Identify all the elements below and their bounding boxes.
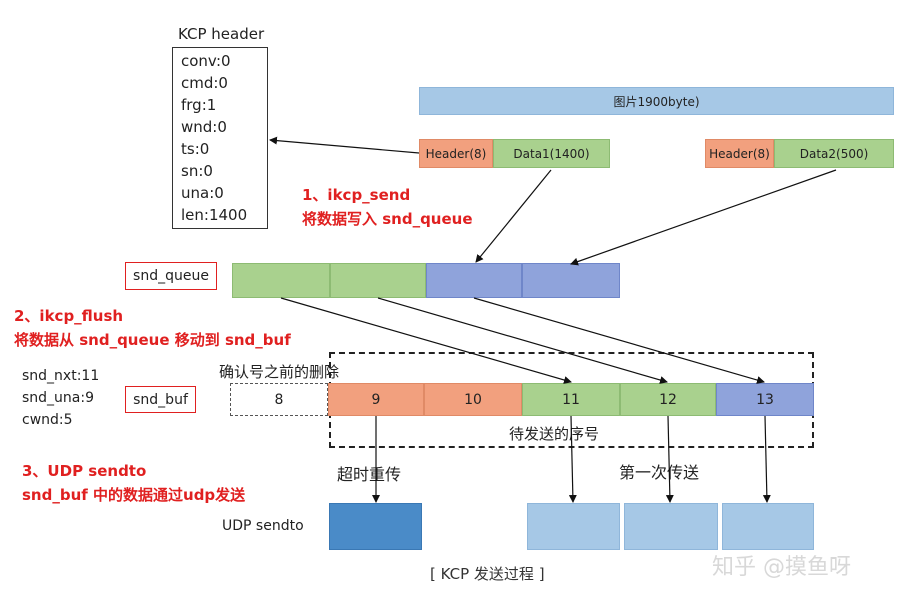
snd-queue-label-box: snd_queue [125,262,217,290]
image-data-label: 图片1900byte) [613,94,700,109]
snd-queue-cell-3 [426,263,522,298]
snd-buf-cell-10-label: 10 [464,391,482,408]
arrow-cell-11-to-udp [568,415,577,503]
snd-buf-cell-13-label: 13 [756,391,774,408]
udp-sendto-label: UDP sendto [222,518,304,534]
udp-packet-13 [722,503,814,550]
first-send-label: 第一次传送 [619,463,700,482]
step2-title: 2、ikcp_flush [14,307,124,325]
snd-buf-cell-13: 13 [716,383,814,416]
arrow-header-to-kcp [269,136,420,154]
step2-desc: 将数据从 snd_queue 移动到 snd_buf [14,331,291,349]
kcp-header-title: KCP header [178,25,265,43]
step3-title: 3、UDP sendto [22,462,147,480]
packet1-data-label: Data1(1400) [513,146,590,161]
snd-queue-cell-1 [232,263,330,298]
kcp-field-conv: conv:0 [181,52,231,70]
snd-buf-cell-12-label: 12 [659,391,677,408]
snd-buf-label: snd_buf [133,391,188,408]
packet2-header-label: Header(8) [709,146,770,161]
kcp-field-frg: frg:1 [181,96,217,114]
kcp-header-fields-box: conv:0 cmd:0 frg:1 wnd:0 ts:0 sn:0 una:0… [172,47,268,229]
packet1-header: Header(8) [419,139,493,168]
retransmit-label: 超时重传 [337,465,402,484]
packet2-data-label: Data2(500) [799,146,869,161]
snd-buf-cell-12: 12 [620,383,716,416]
step1-title: 1、ikcp_send [302,186,411,204]
snd-una-value: snd_una:9 [22,390,95,406]
snd-queue-cell-4 [522,263,620,298]
arrow-queue-to-cell-11 [280,297,572,384]
kcp-field-sn: sn:0 [181,162,213,180]
step1-desc: 将数据写入 snd_queue [302,210,473,228]
packet1-data: Data1(1400) [493,139,610,168]
arrow-data2-to-queue [570,169,837,266]
snd-buf-cell-10: 10 [424,383,522,416]
kcp-field-cmd: cmd:0 [181,74,228,92]
deleted-note: 确认号之前的删除 [219,363,340,381]
snd-queue-cell-2 [330,263,426,298]
snd-buf-cell-8: 8 [230,383,328,416]
snd-buf-label-box: snd_buf [125,386,196,413]
kcp-field-una: una:0 [181,184,224,202]
arrow-cell-12-to-udp [665,415,674,503]
arrow-data1-to-queue [475,169,552,263]
packet2-data: Data2(500) [774,139,894,168]
pending-note: 待发送的序号 [509,425,600,443]
arrow-queue-to-cell-12 [377,297,668,384]
packet1-header-label: Header(8) [425,146,487,161]
snd-buf-cell-9: 9 [328,383,424,416]
snd-buf-cell-11-label: 11 [562,391,580,408]
watermark: 知乎 @摸鱼呀 [712,555,851,580]
udp-packet-12 [624,503,718,550]
step3-desc: snd_buf 中的数据通过udp发送 [22,486,246,504]
kcp-field-ts: ts:0 [181,140,210,158]
snd-buf-cell-8-label: 8 [274,391,284,408]
snd-buf-cell-9-label: 9 [371,391,381,408]
packet2-header: Header(8) [705,139,774,168]
arrow-queue-to-cell-13 [473,297,765,384]
udp-packet-retransmit [329,503,422,550]
image-data-bar: 图片1900byte) [419,87,894,115]
snd-queue-label: snd_queue [133,268,209,284]
snd-nxt-value: snd_nxt:11 [22,368,100,384]
arrow-cell-13-to-udp [762,415,771,503]
udp-packet-11 [527,503,620,550]
kcp-field-len: len:1400 [181,206,248,224]
figure-caption: [ KCP 发送过程 ] [430,565,545,583]
cwnd-value: cwnd:5 [22,412,73,428]
kcp-field-wnd: wnd:0 [181,118,227,136]
